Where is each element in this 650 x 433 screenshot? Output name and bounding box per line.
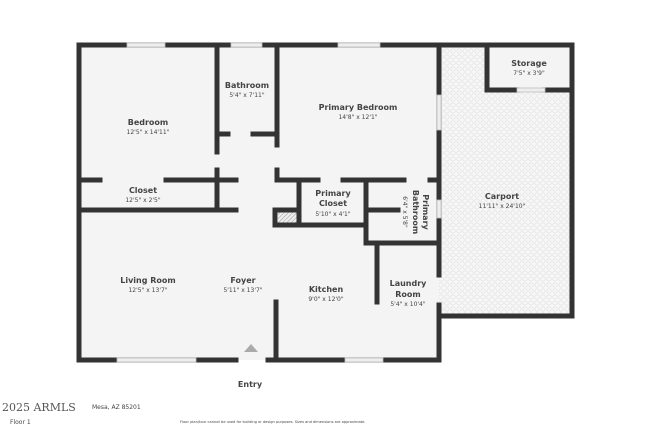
windows bbox=[116, 42, 546, 363]
svg-text:Primary: Primary bbox=[421, 194, 430, 230]
disclaimer: Floor plan/tour cannot be used for build… bbox=[180, 420, 366, 424]
svg-text:6'4" x 5'8": 6'4" x 5'8" bbox=[401, 196, 408, 228]
room-bedroom: Bedroom 12'5" x 14'11" bbox=[127, 118, 170, 136]
svg-text:12'5" x 2'5": 12'5" x 2'5" bbox=[125, 197, 161, 204]
room-carport: Carport 11'11" x 24'10" bbox=[479, 192, 526, 210]
svg-text:14'8" x 12'1": 14'8" x 12'1" bbox=[338, 114, 377, 121]
svg-text:Kitchen: Kitchen bbox=[309, 285, 344, 294]
svg-text:Closet: Closet bbox=[319, 199, 347, 208]
svg-text:Bathroom: Bathroom bbox=[411, 190, 420, 234]
svg-text:12'5" x 13'7": 12'5" x 13'7" bbox=[128, 287, 167, 294]
room-living-room: Living Room 12'5" x 13'7" bbox=[120, 276, 176, 294]
svg-text:9'0" x 12'0": 9'0" x 12'0" bbox=[308, 296, 344, 303]
room-primary-bathroom: Primary Bathroom 6'4" x 5'8" bbox=[401, 190, 430, 234]
svg-text:5'4" x 10'4": 5'4" x 10'4" bbox=[390, 301, 426, 308]
interior-floor bbox=[79, 45, 439, 360]
svg-text:5'10" x 4'1": 5'10" x 4'1" bbox=[315, 211, 351, 218]
svg-text:Bedroom: Bedroom bbox=[128, 118, 169, 127]
svg-text:Foyer: Foyer bbox=[230, 276, 255, 285]
svg-text:Primary: Primary bbox=[315, 189, 351, 198]
address: Mesa, AZ 85201 bbox=[92, 404, 141, 411]
svg-text:5'11" x 13'7": 5'11" x 13'7" bbox=[223, 287, 262, 294]
room-closet: Closet 12'5" x 2'5" bbox=[125, 186, 161, 204]
entry-arrow-icon bbox=[244, 344, 258, 352]
walls bbox=[76, 42, 575, 363]
fireplace-hatch bbox=[278, 212, 297, 223]
svg-text:Primary Bedroom: Primary Bedroom bbox=[319, 103, 398, 112]
svg-text:Living Room: Living Room bbox=[120, 276, 176, 285]
svg-text:Bathroom: Bathroom bbox=[225, 81, 269, 90]
floor-label: Floor 1 bbox=[10, 419, 31, 426]
room-storage: Storage 7'5" x 3'9" bbox=[511, 59, 547, 77]
svg-text:7'5" x 3'9": 7'5" x 3'9" bbox=[513, 70, 545, 77]
storage-floor bbox=[487, 45, 572, 90]
room-primary-closet: Primary Closet 5'10" x 4'1" bbox=[315, 189, 351, 218]
room-laundry-room: Laundry Room 5'4" x 10'4" bbox=[390, 279, 428, 308]
svg-text:11'11" x 24'10": 11'11" x 24'10" bbox=[479, 203, 526, 210]
svg-text:Laundry: Laundry bbox=[390, 279, 428, 288]
room-primary-bedroom: Primary Bedroom 14'8" x 12'1" bbox=[319, 103, 398, 121]
room-foyer: Foyer 5'11" x 13'7" bbox=[223, 276, 262, 294]
watermark: 2025 ARMLS bbox=[2, 401, 76, 414]
room-bathroom: Bathroom 5'4" x 7'11" bbox=[225, 81, 269, 99]
room-kitchen: Kitchen 9'0" x 12'0" bbox=[308, 285, 344, 303]
svg-text:Carport: Carport bbox=[485, 192, 519, 201]
svg-text:Room: Room bbox=[395, 290, 421, 299]
svg-text:Closet: Closet bbox=[129, 186, 157, 195]
entry-label: Entry bbox=[238, 380, 263, 389]
svg-text:5'4" x 7'11": 5'4" x 7'11" bbox=[229, 92, 265, 99]
svg-text:Storage: Storage bbox=[511, 59, 547, 68]
svg-text:12'5" x 14'11": 12'5" x 14'11" bbox=[127, 129, 170, 136]
